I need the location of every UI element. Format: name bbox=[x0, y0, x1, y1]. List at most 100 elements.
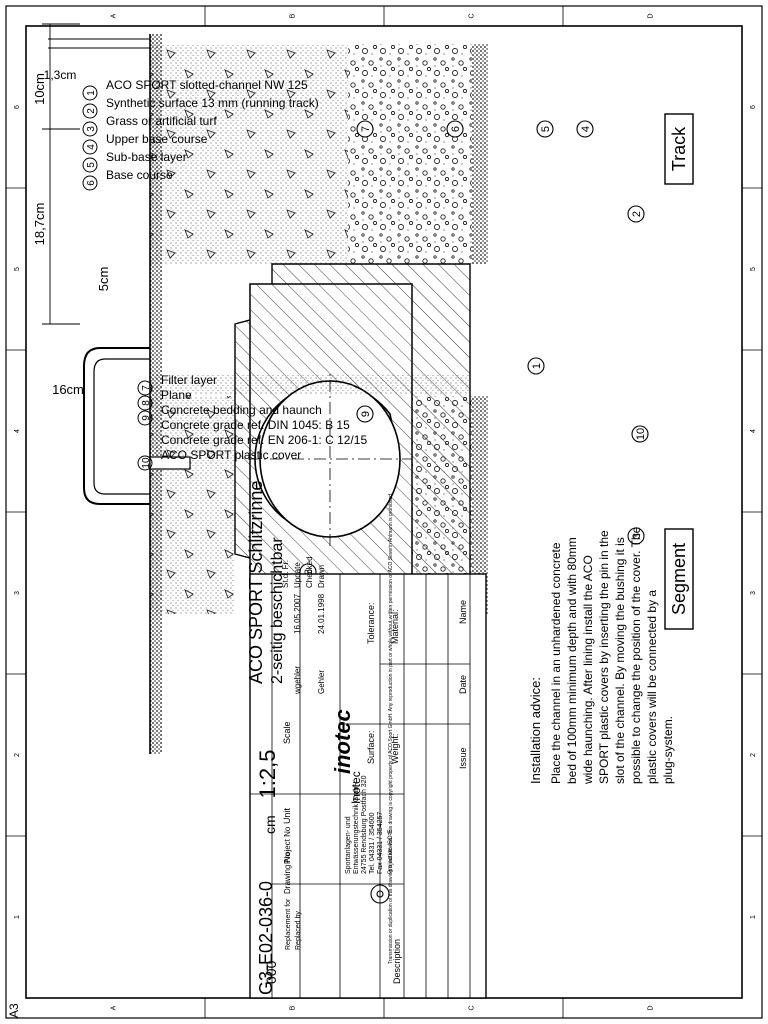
legend-num: 10 bbox=[141, 457, 152, 469]
legend-num-icon bbox=[137, 410, 153, 426]
legend-num-icon bbox=[82, 157, 98, 173]
tb-unit: cm bbox=[262, 815, 278, 834]
border-col-label: 5 bbox=[750, 267, 757, 271]
tb-replaced-by: Replaced by bbox=[295, 911, 302, 950]
legend-num-icon bbox=[137, 455, 153, 471]
legend-item: ACO SPORT plastic cover bbox=[161, 448, 301, 462]
legend-num-icon bbox=[82, 139, 98, 155]
tb-stand-label: St.d. Fr. bbox=[281, 560, 290, 588]
company-line-2: Entwässerungstechnik GmbH bbox=[353, 782, 360, 874]
legend-num: 4 bbox=[86, 144, 97, 150]
marker-6-icon bbox=[446, 120, 464, 138]
legend-num-icon bbox=[82, 85, 98, 101]
legend-item: Base course bbox=[106, 168, 173, 182]
border-col-label: 6 bbox=[750, 105, 757, 109]
border-col-label: 4 bbox=[14, 429, 21, 433]
marker-label: 1 bbox=[531, 363, 543, 369]
border-row-label: C bbox=[469, 1005, 476, 1010]
legend-item: Synthetic surface 13 mm (running track) bbox=[106, 96, 319, 110]
border-col-label: 2 bbox=[14, 753, 21, 757]
border-col-label: 6 bbox=[14, 105, 21, 109]
track-label: Track bbox=[669, 126, 689, 171]
tb-date-label: Date bbox=[458, 675, 468, 694]
tb-issue-no: 000 bbox=[263, 960, 279, 984]
projection-symbol-icon bbox=[370, 884, 390, 904]
legend-num-icon bbox=[82, 121, 98, 137]
marker-2-icon bbox=[627, 205, 645, 223]
installation-line: Place the channel in an unhardened concr… bbox=[549, 542, 563, 784]
tb-description-label: Description bbox=[392, 939, 402, 984]
tb-scale-label: Scale bbox=[282, 721, 292, 744]
legend-item: Concrete grade ref. DIN 1045: B 15 bbox=[161, 418, 350, 432]
border-row-label: C bbox=[469, 13, 476, 18]
tb-drawn-label: Drawn bbox=[317, 565, 326, 588]
legend-item: Upper base course bbox=[106, 132, 208, 146]
tb-name-label: Name bbox=[458, 600, 468, 624]
dim-cover-width: 5cm bbox=[96, 267, 111, 292]
marker-label: 7 bbox=[360, 126, 372, 132]
border-col-label: 5 bbox=[14, 267, 21, 271]
legend-item: Concrete bedding and haunch bbox=[161, 403, 322, 417]
installation-heading: Installation advice: bbox=[528, 677, 543, 784]
title-block: Issue Date Name Description Material: We… bbox=[7, 481, 487, 1018]
legend-item: Concrete grade ref. EN 206-1: C 12/15 bbox=[161, 433, 367, 447]
legend-num: 6 bbox=[86, 180, 97, 186]
legend-num-icon bbox=[137, 395, 153, 411]
border-col-label: 1 bbox=[750, 915, 757, 919]
marker-label: 6 bbox=[450, 126, 462, 132]
legend-item: Sub-base layer bbox=[106, 150, 187, 164]
marker-label: 8 bbox=[303, 569, 315, 575]
border-col-label: 1 bbox=[14, 915, 21, 919]
company-name: Inotec bbox=[349, 771, 363, 804]
tb-update-date: 16.05.2007 bbox=[293, 593, 302, 634]
track-box bbox=[664, 113, 694, 185]
installation-line: bed of 100mm minimum depth and with 80mm bbox=[565, 537, 579, 784]
tb-checked-label: Checked bbox=[305, 556, 314, 588]
legend-num: 2 bbox=[86, 108, 97, 114]
installation-line: plug-system. bbox=[661, 716, 675, 784]
marker-10-icon bbox=[631, 425, 649, 443]
projection-label: Projection ISO-E bbox=[388, 829, 394, 874]
cover-pin bbox=[149, 456, 191, 470]
border-col-label: 2 bbox=[750, 753, 757, 757]
company-line-1: Sportanlagen- und bbox=[345, 816, 352, 874]
dim-cover-height: 16cm bbox=[52, 382, 84, 397]
tb-material-label: Material: bbox=[390, 609, 400, 644]
marker-5-icon bbox=[536, 120, 554, 138]
tb-copyright: Transmission or duplication of this draw… bbox=[388, 493, 394, 964]
legend-num: 9 bbox=[141, 415, 152, 421]
tb-unit-label: Unit bbox=[282, 807, 292, 824]
tb-tolerance-label: Tolerance: bbox=[366, 602, 376, 644]
legend-item: Plane bbox=[161, 388, 192, 402]
company-line-3: 24755 Rendsburg Postfach 320 bbox=[361, 775, 368, 874]
segment-label: Segment bbox=[669, 543, 689, 615]
border-col-label: 4 bbox=[750, 429, 757, 433]
installation-line: SPORT plastic covers by inserting the pi… bbox=[597, 530, 611, 784]
tb-drawing-label: Drawing No bbox=[283, 852, 292, 894]
marker-label: 9 bbox=[360, 411, 372, 417]
tb-title-1: ACO SPORT Schlitzrinne bbox=[246, 481, 266, 684]
border-row-label: D bbox=[648, 1005, 655, 1010]
filter-layer bbox=[472, 396, 488, 614]
tb-surface-label: Surface: bbox=[366, 730, 376, 764]
legend-num: 7 bbox=[141, 385, 152, 391]
synthetic-surface bbox=[150, 34, 162, 754]
marker-label: 3 bbox=[631, 533, 643, 539]
installation-line: plastic covers will be connected by a bbox=[645, 590, 659, 784]
tb-update-name: wgehler bbox=[293, 666, 302, 695]
legend-item: Grass or artificial turf bbox=[106, 114, 217, 128]
cross-section bbox=[42, 23, 488, 754]
tb-issue-label: Issue bbox=[458, 747, 468, 769]
border-row-label: A bbox=[111, 1005, 118, 1010]
marker-4-icon bbox=[576, 120, 594, 138]
installation-line: wide haunching. After lining install the… bbox=[581, 555, 595, 785]
marker-label: 10 bbox=[635, 428, 647, 440]
company-line-4: Tel. 04331 / 354600 bbox=[369, 812, 376, 874]
marker-9-icon bbox=[356, 405, 374, 423]
legend-item: ACO SPORT slotted-channel NW 125 bbox=[106, 78, 308, 92]
dimension-lines bbox=[42, 23, 150, 325]
company-logo: inotec bbox=[330, 709, 355, 774]
legend-num-icon bbox=[82, 103, 98, 119]
